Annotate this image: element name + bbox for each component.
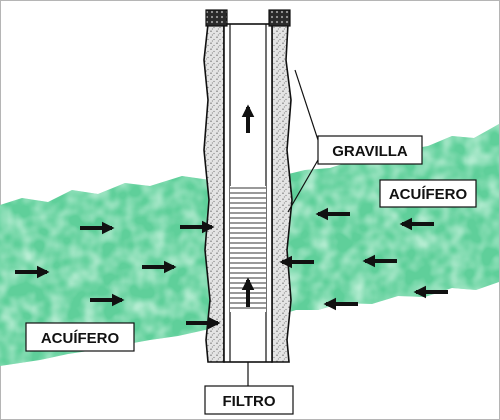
gravel-label-text: GRAVILLA [332, 143, 408, 160]
aquifer-right-label-text: ACUÍFERO [389, 186, 468, 203]
label-aquifer-right: ACUÍFERO [379, 179, 477, 208]
gravel-pack [203, 23, 293, 363]
label-filter: FILTRO [204, 385, 294, 415]
aquifer-left-label-text: ACUÍFERO [41, 330, 120, 347]
pipe-cap-icon [205, 9, 228, 27]
filter-label-text: FILTRO [222, 393, 275, 410]
label-aquifer-left: ACUÍFERO [25, 322, 135, 352]
flow-arrows [15, 104, 448, 330]
pipe-cap-icon [268, 9, 291, 27]
leader-lines [247, 69, 319, 386]
label-gravel: GRAVILLA [317, 135, 423, 165]
